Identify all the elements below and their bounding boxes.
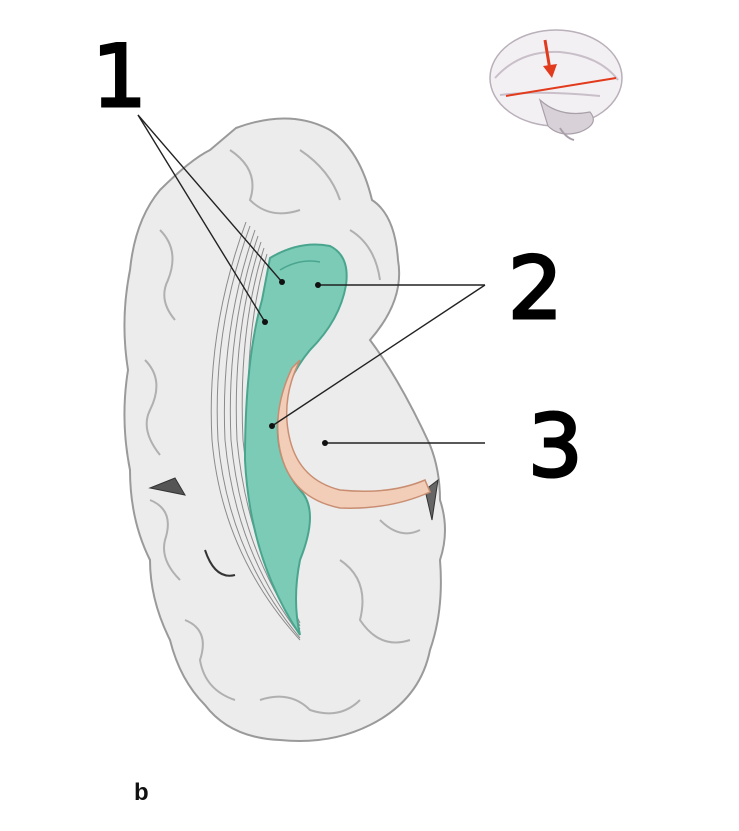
inset-brain-icon: [489, 29, 623, 141]
label-1: 1: [92, 27, 147, 127]
leader-lines: [137, 114, 486, 444]
label-2: 2: [508, 239, 563, 339]
pointer-dots: [262, 279, 328, 446]
inset-plane-line: [505, 77, 617, 97]
lateral-ventricle: [243, 243, 348, 636]
inset-red-arrow-head: [543, 64, 557, 78]
caudate-tail: [276, 359, 431, 509]
inset-red-arrow-shaft: [543, 39, 552, 71]
panel-letter: b: [134, 779, 149, 806]
label-3: 3: [528, 397, 583, 497]
